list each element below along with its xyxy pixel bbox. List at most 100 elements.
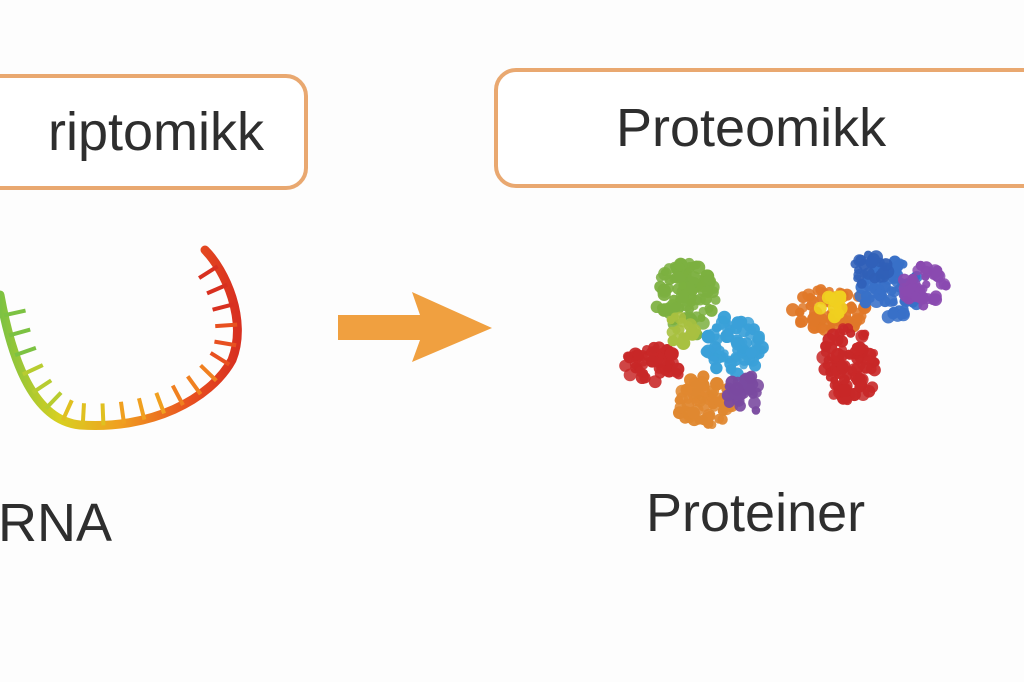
protein-atom xyxy=(851,342,865,356)
protein-atom xyxy=(860,290,872,302)
protein-atom xyxy=(683,395,693,404)
protein-atom xyxy=(897,311,906,320)
protein-atom xyxy=(838,345,848,355)
rna-base-tick xyxy=(186,375,203,396)
protein-atom xyxy=(633,349,644,361)
protein-atom xyxy=(806,312,821,327)
protein-atom xyxy=(730,352,741,363)
protein-atom xyxy=(700,346,712,358)
protein-atom xyxy=(745,329,756,340)
protein-atom xyxy=(671,362,685,376)
protein-atom xyxy=(717,310,732,325)
protein-atom xyxy=(687,298,696,307)
protein-atom xyxy=(851,352,864,365)
protein-atom xyxy=(731,316,745,330)
protein-atom xyxy=(650,300,663,314)
proteomics-title: Proteomikk xyxy=(616,98,887,158)
protein-atom xyxy=(815,284,827,296)
protein-atom xyxy=(813,301,827,315)
protein-atom xyxy=(898,273,911,287)
protein-atom xyxy=(889,286,900,298)
rna-base-tick xyxy=(8,327,31,338)
protein-atom xyxy=(912,265,923,276)
protein-atom xyxy=(646,355,659,368)
rna-base-tick xyxy=(212,302,235,312)
protein-atom xyxy=(666,315,676,325)
protein-atom xyxy=(687,271,701,285)
protein-atom xyxy=(786,303,800,317)
protein-atom xyxy=(920,265,933,278)
rna-base-tick xyxy=(199,363,218,383)
protein-atom xyxy=(717,414,728,425)
rna-base-tick xyxy=(137,397,147,421)
protein-atom xyxy=(739,360,748,370)
protein-atom xyxy=(805,301,815,311)
protein-atom xyxy=(851,361,864,374)
protein-atom xyxy=(657,287,671,301)
protein-atom xyxy=(743,371,756,385)
protein-atom xyxy=(654,368,666,379)
protein-atom xyxy=(732,345,742,355)
protein-atom xyxy=(744,323,753,332)
rna-base-tick xyxy=(170,384,185,406)
protein-atom xyxy=(822,333,836,347)
rna-base-tick xyxy=(118,401,127,424)
proteomics-box: Proteomikk xyxy=(494,68,1024,188)
rna-base-tick xyxy=(209,351,231,367)
protein-atom xyxy=(847,301,856,310)
protein-atom xyxy=(856,278,867,289)
protein-atom xyxy=(697,414,709,426)
rna-strand-icon xyxy=(0,245,242,431)
protein-atom xyxy=(730,382,744,396)
rna-base-tick xyxy=(206,282,229,296)
protein-atom xyxy=(802,288,815,302)
protein-atom xyxy=(932,265,943,276)
protein-atom xyxy=(833,301,848,316)
proteins-label: Proteiner xyxy=(646,483,866,543)
protein-atom xyxy=(854,265,863,275)
protein-atom xyxy=(836,360,848,372)
protein-atom xyxy=(664,347,679,361)
protein-atom xyxy=(678,280,687,290)
protein-atom xyxy=(739,345,748,354)
protein-atom xyxy=(648,341,660,354)
protein-atom xyxy=(846,328,856,338)
protein-atom xyxy=(889,298,898,307)
protein-atom xyxy=(855,372,866,383)
protein-atom xyxy=(821,290,836,305)
protein-atom xyxy=(619,359,632,372)
rna-base-tick xyxy=(154,392,166,415)
protein-atom xyxy=(708,389,718,399)
transcriptomics-box: riptomikk xyxy=(0,74,308,190)
rna-base-tick xyxy=(31,378,53,395)
protein-atom xyxy=(843,372,852,381)
rna-base-tick xyxy=(60,399,74,422)
protein-atom xyxy=(918,300,929,311)
protein-atom xyxy=(705,280,720,294)
protein-atom xyxy=(697,370,710,383)
protein-atom xyxy=(798,302,808,313)
protein-atom xyxy=(674,395,684,405)
protein-atom xyxy=(681,332,690,341)
protein-atom xyxy=(919,284,928,294)
protein-atom xyxy=(879,258,893,272)
transcriptomics-title: riptomikk xyxy=(47,102,264,162)
protein-atom xyxy=(749,359,762,372)
protein-atom xyxy=(674,401,687,414)
protein-atom xyxy=(687,406,700,420)
protein-atom xyxy=(828,389,840,400)
protein-atom xyxy=(708,355,719,366)
rna-base-tick xyxy=(3,308,26,318)
protein-atom xyxy=(667,335,679,347)
protein-atom xyxy=(907,273,918,284)
protein-atom xyxy=(726,364,736,374)
protein-atom xyxy=(748,396,761,410)
protein-atom xyxy=(635,366,646,377)
protein-atom xyxy=(829,380,840,391)
protein-atom xyxy=(851,312,862,323)
protein-atom xyxy=(873,288,885,301)
protein-atom xyxy=(910,291,921,302)
protein-atom xyxy=(862,384,876,398)
protein-atom xyxy=(753,330,765,342)
